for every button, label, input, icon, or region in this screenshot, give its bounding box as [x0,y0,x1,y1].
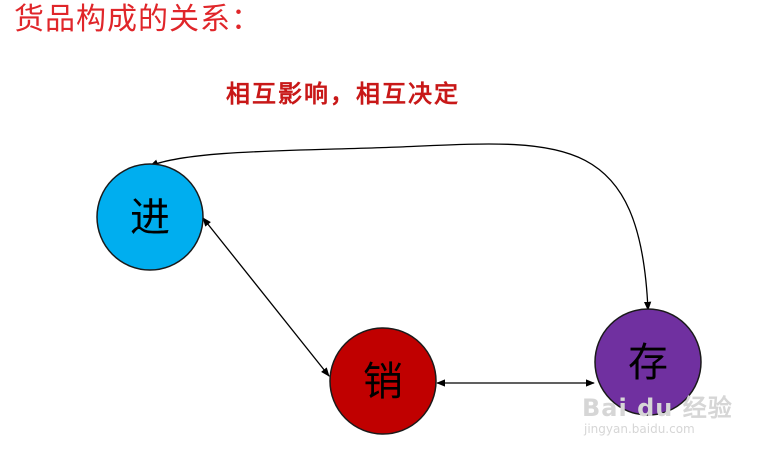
baidu-jingyan-watermark: Bai du 经验 jingyan.baidu.com [582,388,733,436]
node-xiao: 销 [329,327,437,435]
node-cun: 存 [594,308,702,416]
node-jin-circle [96,163,204,271]
node-xiao-circle [329,327,437,435]
node-jin: 进 [96,163,204,271]
node-jin-label: 进 [130,195,170,241]
edge-cun-jin [149,143,652,311]
page-title: 货品构成的关系： [14,2,262,37]
diagram-subtitle: 相互影响，相互决定 [226,80,460,108]
watermark-url: jingyan.baidu.com [584,422,695,436]
watermark-brand: Bai du 经验 [582,394,733,422]
node-cun-label: 存 [628,340,668,386]
node-cun-circle [594,308,702,416]
edge-jin-xiao [202,217,330,377]
node-xiao-label: 销 [363,359,403,405]
